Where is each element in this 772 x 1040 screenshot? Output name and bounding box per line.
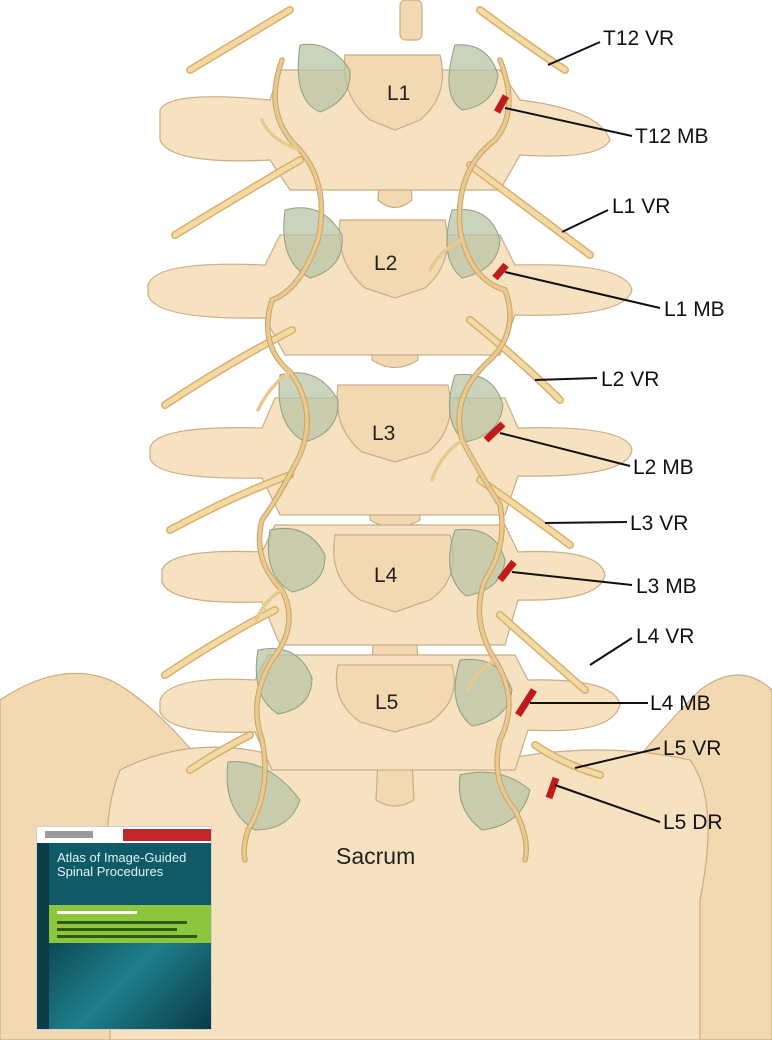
book-cover-author-band	[49, 905, 211, 943]
vertebra-label-l1: L1	[387, 82, 410, 105]
sacrum-label: Sacrum	[336, 843, 415, 869]
book-cover-badge	[123, 829, 211, 841]
label-l1-mb: L1 MB	[664, 298, 725, 321]
book-cover-thumbnail: Atlas of Image-Guided Spinal Procedures	[36, 826, 212, 1030]
label-l2-vr: L2 VR	[601, 368, 659, 391]
label-l2-mb: L2 MB	[633, 456, 694, 479]
label-l4-mb: L4 MB	[650, 692, 711, 715]
vertebra-L3	[150, 385, 632, 515]
vertebra-L2	[148, 220, 632, 355]
vertebra-label-l4: L4	[374, 564, 398, 587]
vertebra-label-l3: L3	[372, 422, 395, 445]
label-t12-mb: T12 MB	[635, 125, 709, 148]
book-cover-logo	[45, 831, 93, 838]
label-l5-vr: L5 VR	[663, 737, 721, 760]
book-cover-title: Atlas of Image-Guided Spinal Procedures	[57, 851, 207, 879]
vertebra-label-l5: L5	[375, 691, 398, 714]
label-l3-mb: L3 MB	[636, 575, 697, 598]
label-l1-vr: L1 VR	[612, 195, 670, 218]
label-l3-vr: L3 VR	[630, 512, 688, 535]
book-cover-topbar	[37, 827, 211, 843]
vertebra-label-l2: L2	[374, 252, 397, 275]
label-l4-vr: L4 VR	[636, 625, 694, 648]
label-l5-dr: L5 DR	[663, 811, 723, 834]
vertebra-L1	[160, 55, 610, 190]
book-cover-spine-image	[49, 943, 211, 1029]
book-cover-spine	[37, 843, 49, 1029]
label-t12-vr: T12 VR	[603, 27, 674, 50]
